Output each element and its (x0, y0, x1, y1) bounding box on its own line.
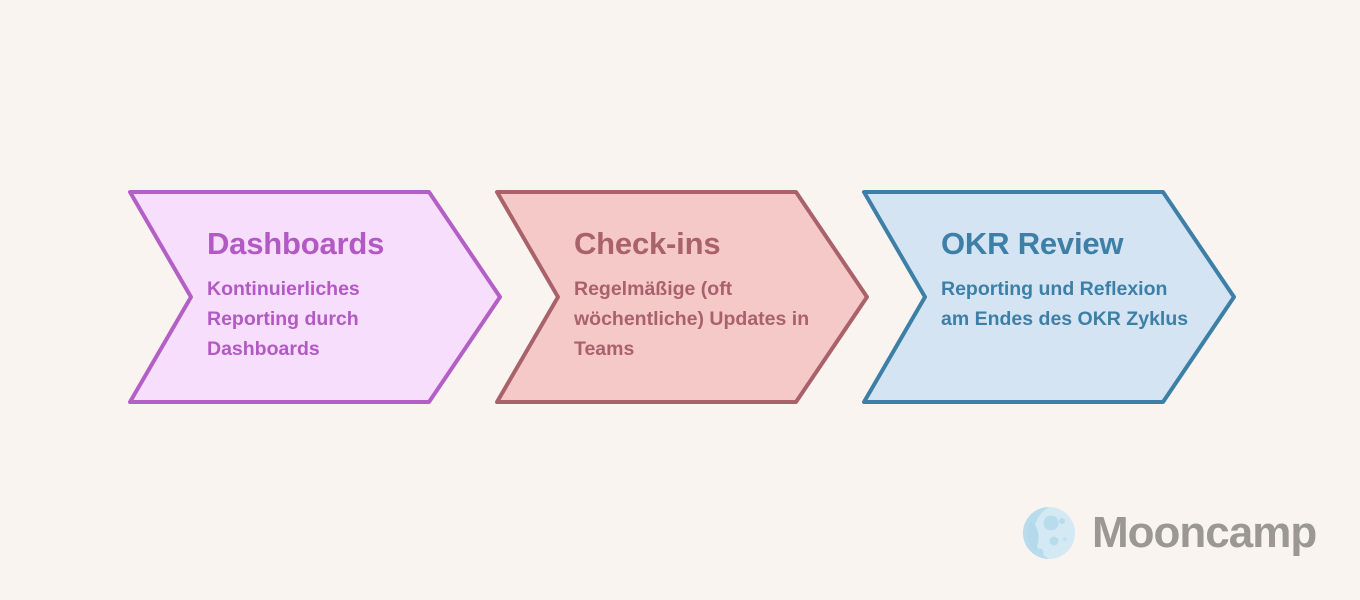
chevron-step-3-title: OKR Review (941, 226, 1124, 261)
chevron-step-3[interactable]: OKR Review Reporting und Reflexion am En… (853, 183, 1237, 411)
chevron-shape-1 (128, 190, 502, 404)
moon-icon (1023, 507, 1075, 559)
chevron-step-3-text: OKR Review Reporting und Reflexion am En… (941, 227, 1191, 334)
mooncamp-wordmark: Mooncamp (1092, 508, 1317, 557)
chevron-step-2-title: Check-ins (574, 226, 721, 261)
chevron-shape-3 (862, 190, 1236, 404)
chevron-step-1[interactable]: Dashboards Kontinuierliches Reporting du… (119, 183, 503, 411)
chevron-step-1-text: Dashboards Kontinuierliches Reporting du… (207, 227, 457, 364)
chevron-step-1-description: Kontinuierliches Reporting durch Dashboa… (207, 278, 360, 360)
chevron-step-3-description: Reporting und Reflexion am Endes des OKR… (941, 278, 1189, 330)
chevron-step-1-title: Dashboards (207, 226, 385, 261)
mooncamp-logo: Mooncamp (1021, 505, 1317, 561)
chevron-step-2-description: Regelmäßige (oft wöchentliche) Updates i… (574, 278, 810, 360)
chevron-shape-2 (495, 190, 869, 404)
chevron-step-2-text: Check-ins Regelmäßige (oft wöchentliche)… (574, 227, 824, 364)
chevron-step-2[interactable]: Check-ins Regelmäßige (oft wöchentliche)… (486, 183, 870, 411)
